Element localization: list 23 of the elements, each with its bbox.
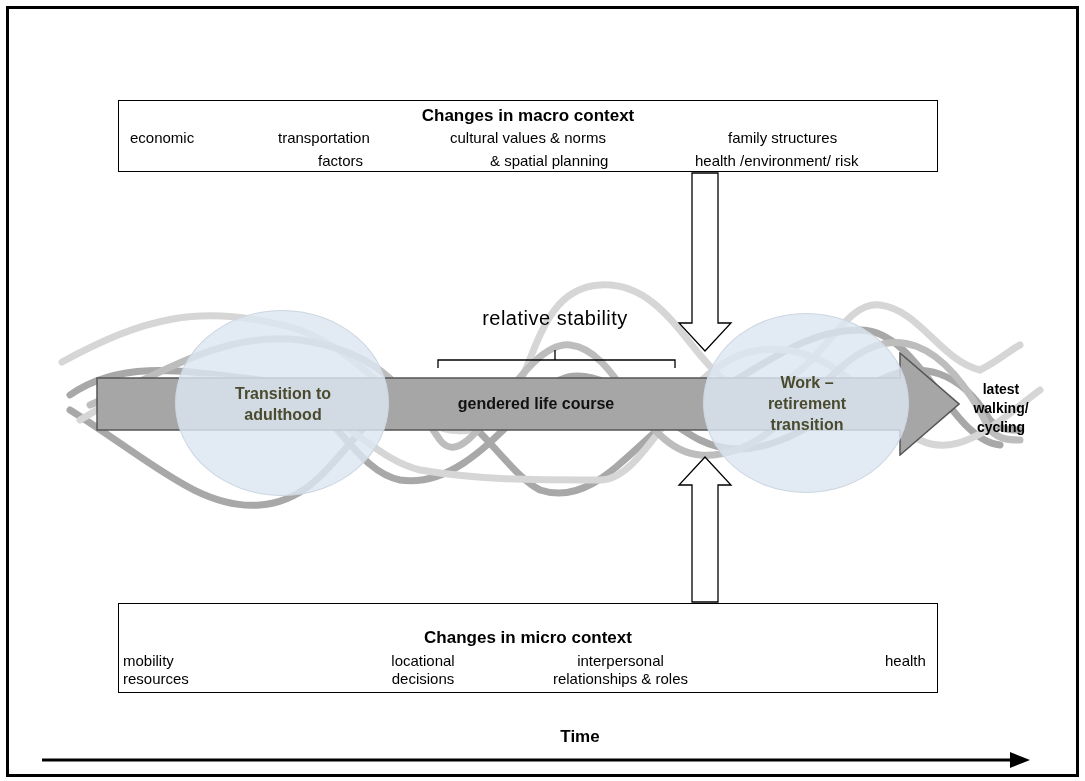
factor-text: & spatial planning xyxy=(490,152,609,170)
factor-text: mobility resources xyxy=(123,652,190,688)
circle-label: Transition to adulthood xyxy=(234,384,332,425)
factor-text: health xyxy=(885,652,926,670)
factor-text: health /environment/ risk xyxy=(695,152,859,170)
factor-text: factors xyxy=(318,152,363,170)
context-box xyxy=(118,100,938,172)
axis-label: Time xyxy=(559,727,601,747)
box-heading: Changes in macro context xyxy=(420,107,636,125)
annotation-text: latest walking/ cycling xyxy=(972,380,1030,437)
block-arrow xyxy=(677,172,733,352)
annotation-text: relative stability xyxy=(481,306,629,330)
factor-text: family structures xyxy=(728,129,838,147)
block-arrow xyxy=(677,456,733,603)
factor-text: locational decisions xyxy=(390,652,456,688)
arrow-label: gendered life course xyxy=(456,394,616,414)
box-heading: Changes in micro context xyxy=(423,629,633,647)
factor-text: interpersonal relationships & roles xyxy=(551,652,690,688)
factor-text: transportation xyxy=(278,129,370,147)
factor-text: economic xyxy=(130,129,195,147)
factor-text: cultural values & norms xyxy=(450,129,606,147)
circle-label: Work – retirement transition xyxy=(766,373,848,435)
context-box xyxy=(118,603,938,693)
